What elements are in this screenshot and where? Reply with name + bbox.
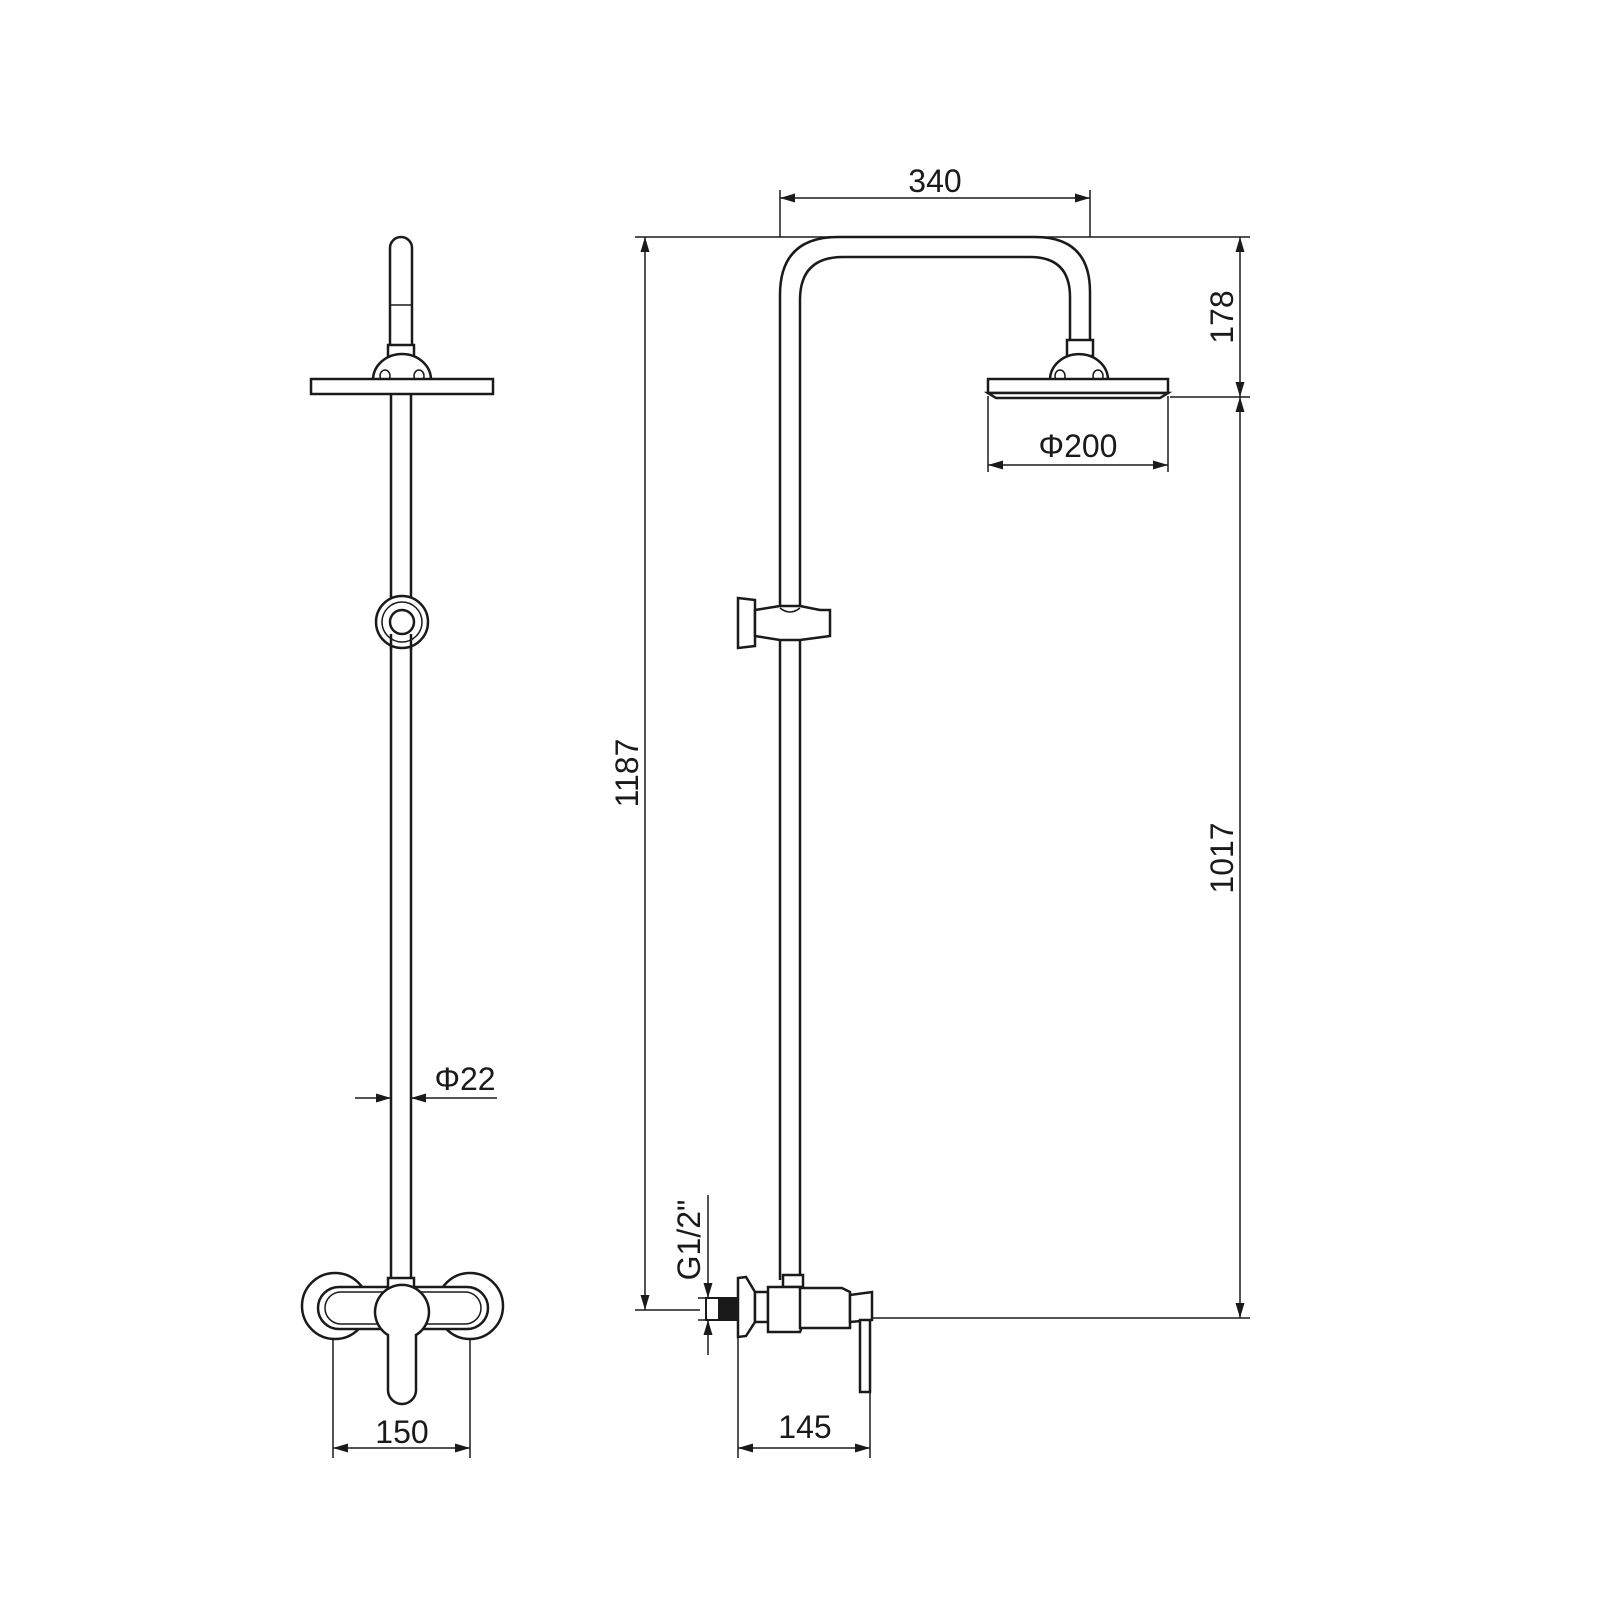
front-view: [300, 235, 505, 1406]
side-mixer: [705, 1273, 874, 1394]
side-shower-head: [986, 377, 1170, 395]
side-slide-bracket: [736, 596, 832, 650]
front-dimensions: 150 Φ22: [332, 1061, 497, 1458]
front-slide-bracket: [374, 594, 430, 650]
side-bracket-arm: [753, 604, 832, 642]
front-bracket-knob: [388, 608, 416, 636]
dim-g12: G1/2": [671, 1200, 707, 1281]
dim-phi22: Φ22: [434, 1061, 495, 1097]
side-mixer-lever-head: [848, 1290, 874, 1324]
side-mixer-wall-flange: [736, 1275, 757, 1339]
dim-150: 150: [375, 1414, 428, 1450]
dim-178: 178: [1204, 290, 1240, 343]
side-mixer-outlet-collar: [781, 1273, 805, 1289]
front-top-stub: [388, 235, 414, 345]
side-view: [705, 235, 1173, 1394]
dim-1017: 1017: [1204, 822, 1240, 893]
side-riser-arm-inner: [798, 255, 1072, 1280]
front-mixer-lever: [373, 1283, 431, 1406]
dim-1187: 1187: [609, 739, 645, 808]
side-bracket-wall-plate: [736, 596, 757, 650]
dim-340: 340: [908, 163, 961, 199]
side-bracket-clamp-curve: [779, 607, 801, 613]
front-bracket-inner-ring: [381, 601, 423, 643]
front-head-dome: [371, 352, 433, 382]
side-mixer-nut: [753, 1290, 770, 1324]
front-shower-head: [309, 377, 495, 396]
side-mixer-body: [798, 1286, 852, 1330]
side-inlet-thread-fill: [718, 1298, 738, 1320]
dim-145: 145: [778, 1409, 831, 1445]
side-dimensions: 340 178 1017 Φ200 1187 G1/2" 145: [609, 163, 1250, 1458]
dim-phi200: Φ200: [1039, 428, 1118, 464]
side-shower-head-face: [983, 391, 1173, 400]
side-mixer-lever: [858, 1318, 872, 1394]
side-head-dome: [1048, 352, 1110, 382]
front-mixer: [300, 1271, 505, 1406]
